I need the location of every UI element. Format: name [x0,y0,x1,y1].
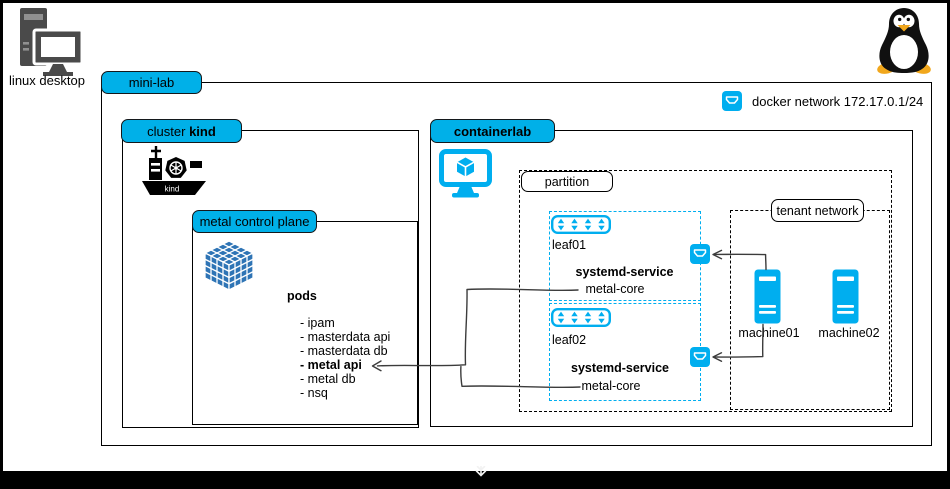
pods-title: pods [287,289,317,303]
containerlab-label: containerlab [430,119,555,143]
leaf01-name: leaf01 [552,238,587,252]
pod-item: - ipam [300,316,335,330]
pods-list: - ipam - masterdata api - masterdata db … [300,316,390,400]
desktop-label: linux desktop [9,73,85,88]
desktop-computer-icon [20,8,84,76]
machine01-label: machine01 [738,326,800,340]
bottom-bar [0,471,950,489]
pod-item: - masterdata db [300,344,388,358]
tux-penguin-icon [877,8,931,74]
minilab-box [101,82,932,446]
leaf02-name: leaf02 [552,333,587,347]
cluster-kind-box [122,130,419,428]
pod-item: - nsq [300,386,328,400]
partition-label: partition [521,171,613,192]
leaf01-service-name: metal-core [585,282,645,296]
cube-icon [204,240,254,291]
leaf02-service-name: metal-core [581,379,641,393]
cluster-kind-label: cluster kind [121,119,242,143]
machine02-server-icon [832,269,859,324]
machine02-label: machine02 [818,326,880,340]
leaf01-service-title: systemd-service [575,265,674,279]
leaf02-service-title: systemd-service [571,361,669,375]
containerlab-box [430,130,913,427]
machine01-server-icon [754,269,781,324]
switch-icon [551,308,611,327]
monitor-cube-icon [439,149,492,198]
down-arrow-icon [475,466,487,477]
pod-item: - metal db [300,372,356,386]
ship-text: kind [165,185,180,194]
tenant-network-label: tenant network [771,199,864,222]
minilab-label: mini-lab [101,71,202,94]
pod-item: - masterdata api [300,330,391,344]
pod-item-metal-api: - metal api [300,358,362,372]
docker-network-label: docker network 172.17.0.1/24 [752,94,924,109]
leaf01-container-network-icon [690,244,710,264]
container-network-icon [722,91,742,111]
metal-control-plane-label: metal control plane [192,210,317,233]
switch-icon [551,215,611,234]
leaf02-container-network-icon [690,347,710,367]
kind-ship-icon: kind [142,146,206,195]
